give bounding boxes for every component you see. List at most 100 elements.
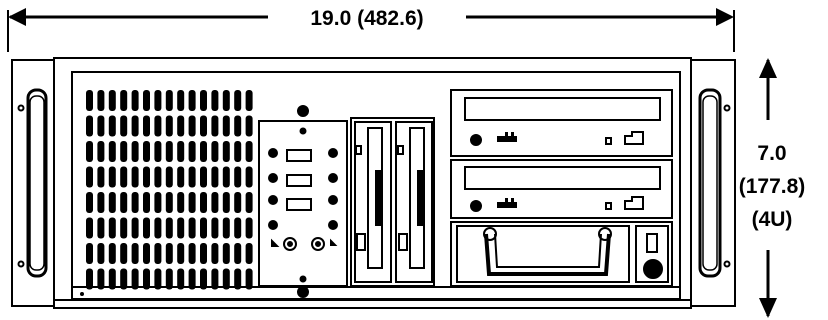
vent-slot — [177, 115, 185, 137]
vent-slot — [188, 217, 196, 239]
eject-button — [356, 233, 366, 251]
vent-slot — [108, 243, 116, 264]
vent-slot — [177, 192, 185, 213]
vent-slot — [211, 115, 219, 137]
drive-tray-handle — [484, 233, 611, 276]
led-indicator — [328, 195, 338, 205]
vent-slot — [120, 115, 128, 137]
vent-slot — [86, 166, 93, 188]
vent-slot — [200, 90, 207, 111]
vent-slot — [86, 141, 93, 162]
led-indicator — [268, 173, 278, 183]
vent-slot — [222, 166, 230, 188]
power-button — [311, 237, 325, 251]
vent-slot — [245, 243, 253, 264]
vent-slot — [222, 192, 230, 213]
vent-slot — [143, 243, 150, 264]
width-arrow-right-icon — [716, 8, 734, 26]
vent-slot — [165, 268, 173, 290]
vent-slot — [245, 141, 253, 162]
vent-slot — [222, 243, 230, 264]
vent-slot — [108, 141, 116, 162]
vent-slot — [177, 141, 185, 162]
vent-slot — [97, 141, 105, 162]
vent-slot — [245, 192, 253, 213]
vent-slot — [222, 90, 230, 111]
vent-slot — [154, 268, 162, 290]
vent-slot — [131, 115, 139, 137]
optical-logo-lower — [497, 198, 517, 208]
vent-slot — [222, 217, 230, 239]
vent-slot — [120, 141, 128, 162]
vent-slot — [165, 115, 173, 137]
optical-drive-lower — [450, 159, 673, 219]
height-arrow-up-icon — [759, 58, 777, 78]
vent-slot — [165, 90, 173, 111]
vent-slot — [188, 243, 196, 264]
vent-slot — [177, 268, 185, 290]
vent-slot — [188, 192, 196, 213]
vent-slot — [177, 90, 185, 111]
vent-slot — [86, 243, 93, 264]
vent-slot — [200, 243, 207, 264]
vent-slot — [86, 268, 93, 290]
vent-slot — [86, 217, 93, 239]
floppy-slot-left — [367, 127, 383, 269]
vent-slot — [234, 268, 242, 290]
vent-slot — [108, 268, 116, 290]
vent-slot — [97, 217, 105, 239]
optical-tray-upper — [464, 97, 661, 121]
width-dimension — [7, 8, 735, 52]
vent-slot — [154, 217, 162, 239]
eject-icon — [624, 196, 644, 210]
vent-slot — [188, 141, 196, 162]
optical-led-lower — [470, 200, 482, 212]
vent-slot — [245, 268, 253, 290]
optical-logo-upper — [497, 132, 517, 142]
floppy-drive-bays — [350, 117, 435, 287]
height-dimension-mm: (177.8) — [739, 175, 806, 198]
vent-slot — [188, 166, 196, 188]
vent-slot — [165, 217, 173, 239]
led-indicator — [268, 148, 278, 158]
eject-icon — [624, 131, 644, 145]
panel-switch — [286, 149, 312, 162]
optical-led-upper — [470, 134, 482, 146]
vent-slot — [165, 243, 173, 264]
vent-slot — [97, 192, 105, 213]
drive-tray-frame — [450, 221, 673, 287]
vent-slot — [120, 192, 128, 213]
reset-button — [283, 237, 297, 251]
vent-slot — [177, 217, 185, 239]
control-panel — [258, 105, 348, 298]
led-indicator — [328, 173, 338, 183]
vent-slot — [108, 166, 116, 188]
mount-hole — [17, 260, 25, 268]
vent-slot — [131, 217, 139, 239]
floppy-drive-right — [395, 121, 433, 283]
mount-hole — [17, 104, 25, 112]
floppy-slot-right — [409, 127, 425, 269]
vent-slot — [234, 217, 242, 239]
vent-slot — [86, 115, 93, 137]
vent-slot — [108, 90, 116, 111]
vent-slot — [222, 141, 230, 162]
vent-slot — [200, 141, 207, 162]
vent-slot — [222, 115, 230, 137]
optical-drive-upper — [450, 89, 673, 157]
vent-slot — [97, 243, 105, 264]
height-dimension-units: (4U) — [752, 208, 793, 231]
vent-slot — [131, 192, 139, 213]
panel-switch — [286, 174, 312, 187]
led-indicator — [268, 220, 278, 230]
vent-slot — [245, 115, 253, 137]
vent-slot — [86, 90, 93, 111]
vent-slot — [234, 192, 242, 213]
vent-slot — [245, 166, 253, 188]
vent-slot — [97, 166, 105, 188]
width-arrow-left-icon — [8, 8, 26, 26]
height-dimension-inches: 7.0 — [757, 142, 786, 165]
vent-slot — [86, 192, 93, 213]
vent-slot — [245, 90, 253, 111]
vent-slot — [165, 192, 173, 213]
